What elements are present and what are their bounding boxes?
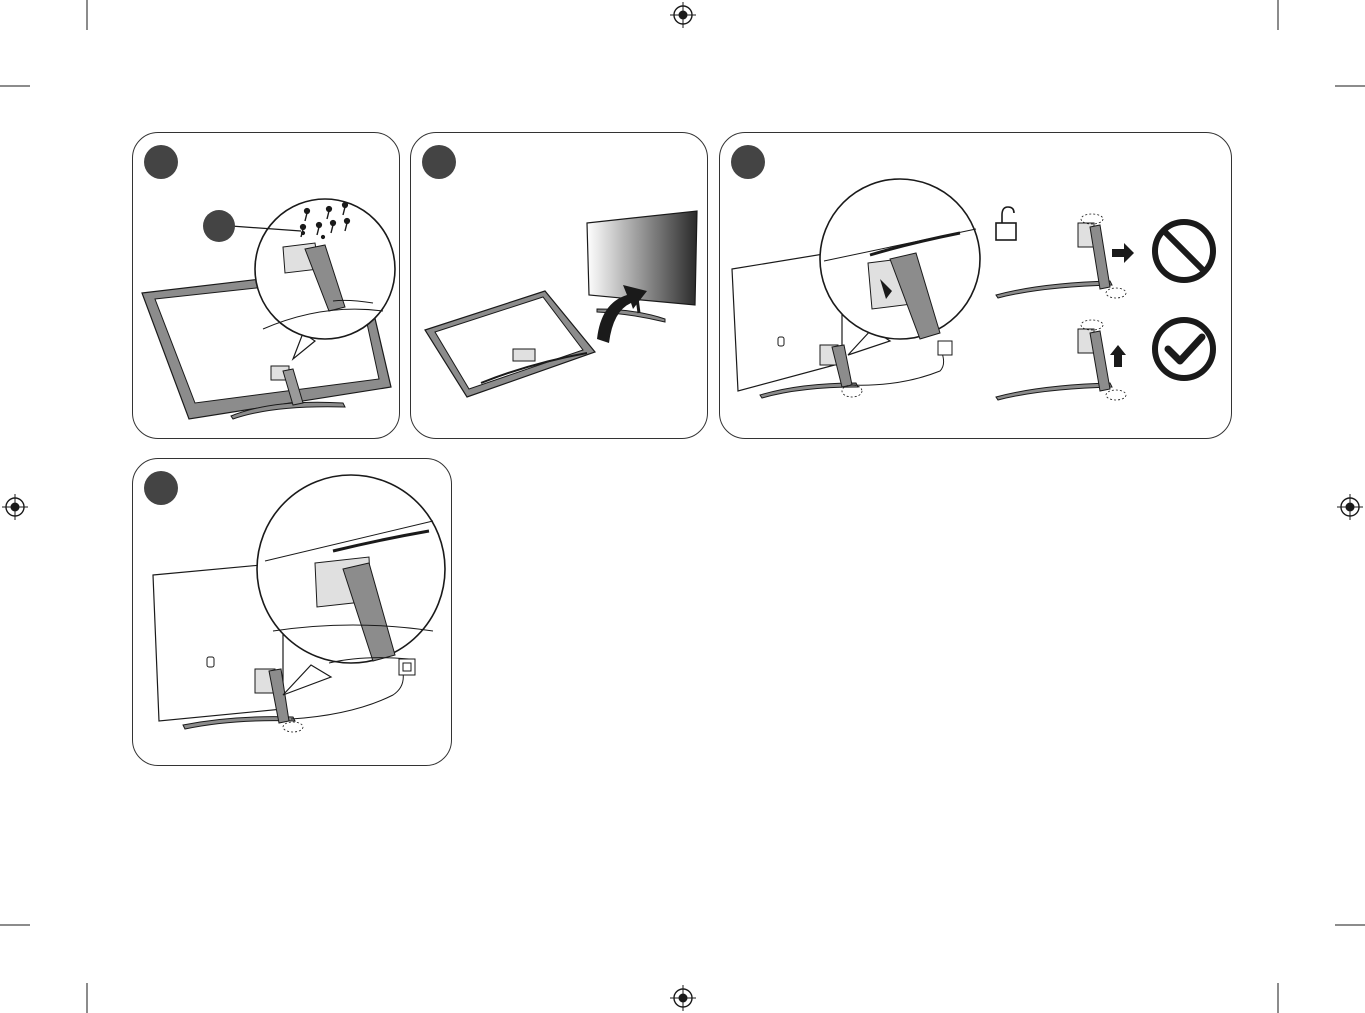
step-panel-cable-routing bbox=[132, 458, 452, 766]
stand-upright-illustration bbox=[411, 133, 709, 440]
step-panel-attach-stand bbox=[132, 132, 400, 439]
cable-cover-illustration bbox=[720, 133, 1233, 440]
registration-mark-right bbox=[1337, 494, 1363, 520]
attach-stand-illustration bbox=[133, 133, 401, 440]
checkmark-icon bbox=[1155, 320, 1213, 378]
stand-correct-variant bbox=[996, 320, 1126, 400]
registration-mark-top bbox=[670, 2, 696, 28]
prohibited-icon bbox=[1155, 222, 1213, 280]
arrow-right-icon bbox=[1112, 243, 1134, 263]
tv-face-down-icon bbox=[425, 291, 595, 397]
zoom-bubble-icon bbox=[257, 475, 445, 695]
registration-mark-bottom bbox=[670, 985, 696, 1011]
arrow-up-icon bbox=[1110, 345, 1126, 367]
registration-mark-left bbox=[2, 494, 28, 520]
zoom-bubble-icon bbox=[820, 179, 980, 355]
step-panel-stand-upright bbox=[410, 132, 708, 439]
unlock-icon bbox=[996, 207, 1016, 240]
step-panel-cable-cover bbox=[719, 132, 1232, 439]
screw-callout-badge bbox=[203, 210, 235, 242]
tv-upright-icon bbox=[587, 211, 697, 322]
cable-routing-illustration bbox=[133, 459, 453, 767]
